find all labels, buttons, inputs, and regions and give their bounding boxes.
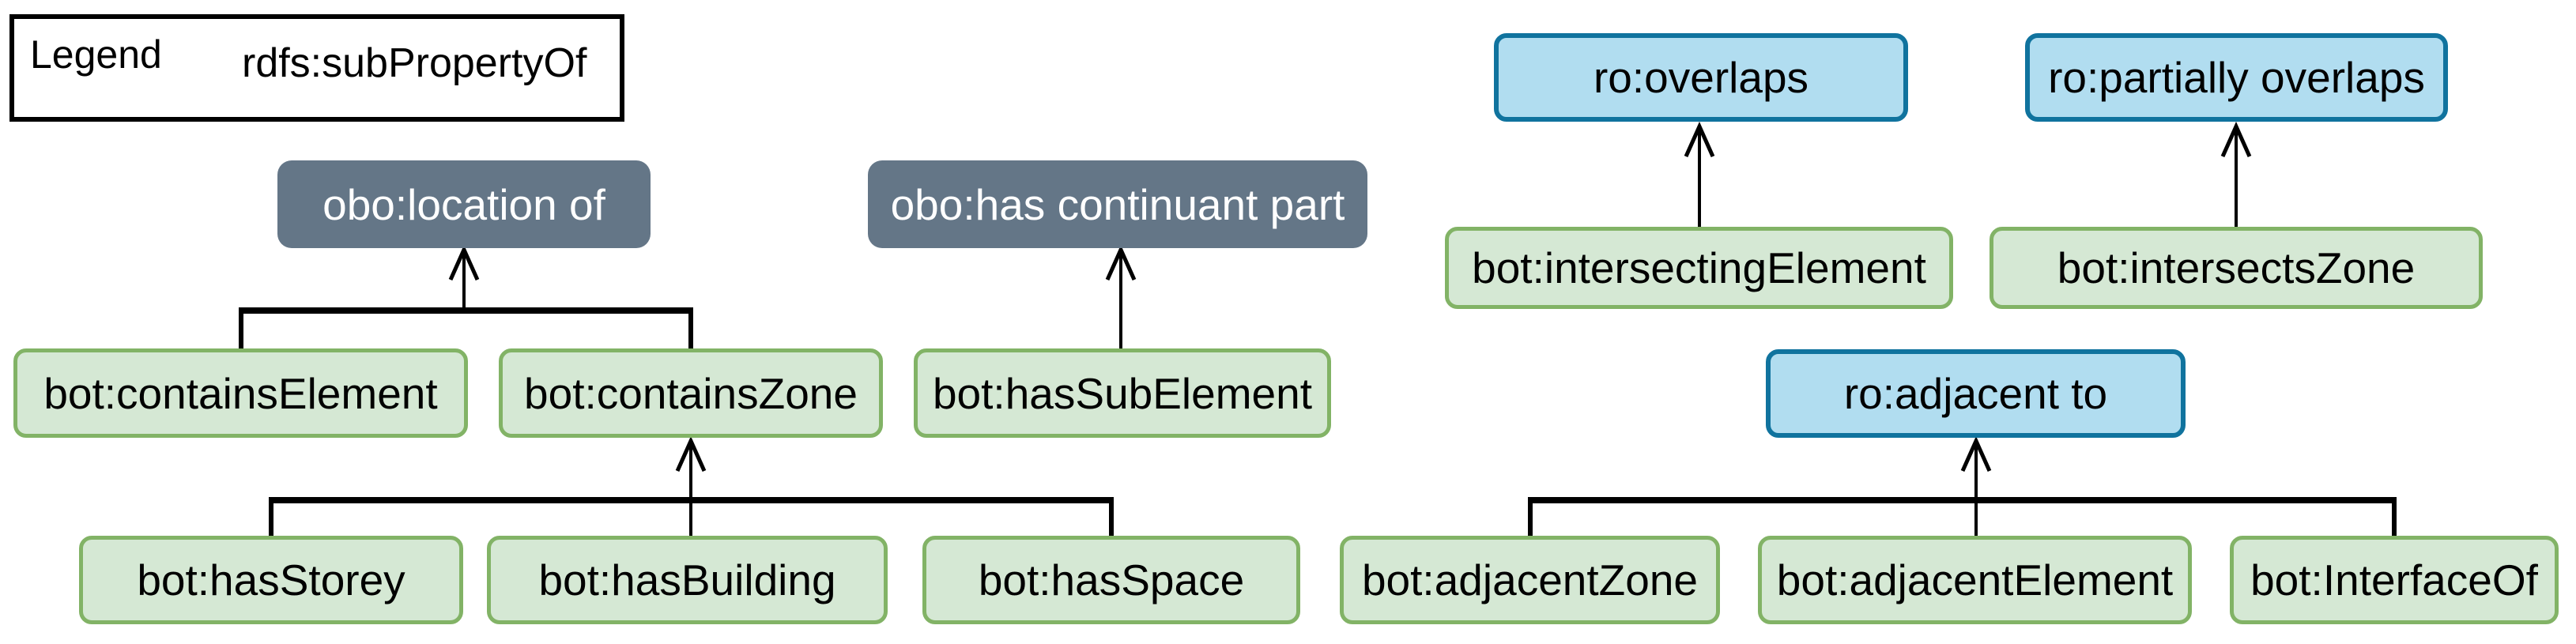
node-label: bot:hasSubElement xyxy=(932,368,1313,418)
arrowhead-icon xyxy=(1684,121,1715,158)
node-obo-location-of: obo:location of xyxy=(277,160,651,248)
node-label: bot:hasBuilding xyxy=(538,555,836,604)
node-label: bot:containsZone xyxy=(524,368,858,418)
arrowhead-icon xyxy=(2220,121,2252,158)
node-label: bot:hasSpace xyxy=(978,555,1245,604)
node-bot-contains-zone: bot:containsZone xyxy=(499,348,883,438)
node-bot-adjacent-element: bot:adjacentElement xyxy=(1758,536,2192,624)
node-ro-adjacent-to: ro:adjacent to xyxy=(1766,349,2186,438)
node-bot-intersects-zone: bot:intersectsZone xyxy=(1990,227,2483,309)
node-label: bot:InterfaceOf xyxy=(2250,555,2538,604)
edge-group-location-of xyxy=(239,244,693,348)
node-ro-overlaps: ro:overlaps xyxy=(1494,33,1908,122)
node-label: ro:adjacent to xyxy=(1843,369,2108,418)
node-bot-has-sub-element: bot:hasSubElement xyxy=(914,348,1331,438)
node-bot-interface-of: bot:InterfaceOf xyxy=(2230,536,2559,624)
node-label: ro:overlaps xyxy=(1593,53,1809,102)
legend-title: Legend xyxy=(30,32,162,77)
edge-group-has-continuant-part xyxy=(1105,244,1137,348)
edge-group-partially-overlaps xyxy=(2220,121,2252,227)
node-label: bot:intersectsZone xyxy=(2057,243,2416,292)
node-ro-partially-overlaps: ro:partially overlaps xyxy=(2025,33,2448,122)
node-bot-contains-element: bot:containsElement xyxy=(13,348,468,438)
node-bot-has-building: bot:hasBuilding xyxy=(487,536,888,624)
node-bot-intersecting-element: bot:intersectingElement xyxy=(1445,227,1953,309)
node-label: obo:has continuant part xyxy=(890,179,1345,229)
node-obo-has-continuant-part: obo:has continuant part xyxy=(868,160,1367,248)
arrowhead-icon xyxy=(448,244,480,281)
node-label: bot:adjacentZone xyxy=(1361,555,1699,604)
edge-group-overlaps xyxy=(1684,121,1715,227)
node-bot-has-space: bot:hasSpace xyxy=(922,536,1300,624)
node-bot-adjacent-zone: bot:adjacentZone xyxy=(1340,536,1720,624)
node-label: bot:containsElement xyxy=(43,368,438,418)
legend-box: Legend xyxy=(9,14,624,122)
arrowhead-icon xyxy=(1960,435,1992,473)
node-label: bot:intersectingElement xyxy=(1472,243,1926,292)
arrowhead-icon xyxy=(675,435,707,473)
edge-group-contains-zone xyxy=(269,435,1114,536)
node-label: obo:location of xyxy=(322,179,605,229)
node-bot-has-storey: bot:hasStorey xyxy=(79,536,463,624)
node-label: bot:adjacentElement xyxy=(1776,555,2174,604)
node-label: bot:hasStorey xyxy=(137,555,405,604)
edge-group-adjacent-to xyxy=(1528,435,2397,536)
legend-relation-label: rdfs:subPropertyOf xyxy=(242,40,587,86)
node-label: ro:partially overlaps xyxy=(2048,53,2425,102)
arrowhead-icon xyxy=(1105,244,1137,281)
